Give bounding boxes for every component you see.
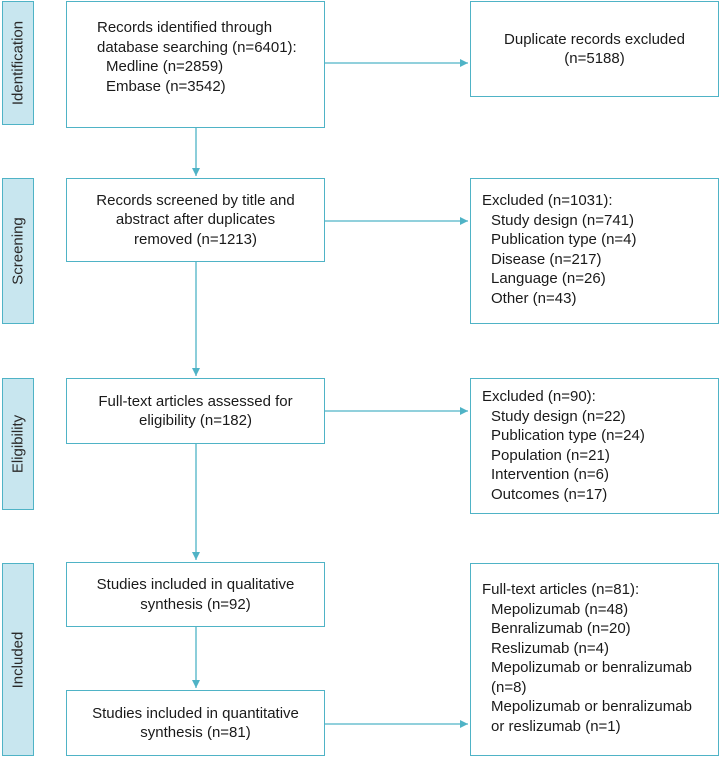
drug-item: (n=8) [491,678,527,696]
exclusion-item: Publication type (n=4) [491,231,637,248]
box-text: database searching (n=6401): [97,38,297,56]
qualitative-synthesis-box: Studies included in qualitative synthesi… [66,562,325,627]
drug-item: or reslizumab (n=1) [491,717,621,735]
exclusion-item: Outcomes (n=17) [491,485,608,503]
excluded-screening-box: Excluded (n=1031): Study design (n=741) … [470,178,719,324]
exclusion-item: Intervention (n=6) [491,466,609,483]
source-embase: Embase (n=3542) [106,77,226,95]
exclusion-item: Language (n=26) [491,270,606,287]
drug-item: Mepolizumab (n=48) [491,600,629,618]
drug-item: Benralizumab (n=20) [491,620,631,637]
duplicates-excluded-box: Duplicate records excluded (n=5188) [470,1,719,97]
box-text: synthesis (n=81) [140,724,251,741]
box-text: Studies included in qualitative [96,576,295,593]
box-text: eligibility (n=182) [139,412,252,429]
exclusion-item: Study design (n=741) [491,211,635,229]
records-identified-box: Records identified through database sear… [66,1,325,128]
phase-screening: Screening [2,178,34,324]
box-text: abstract after duplicates [115,211,276,229]
records-screened-box: Records screened by title and abstract a… [66,178,325,262]
source-medline: Medline (n=2859) [106,58,224,75]
exclusion-item: Study design (n=22) [491,407,626,425]
exclusion-item: Publication type (n=24) [491,427,645,444]
box-text: synthesis (n=92) [140,595,251,613]
phase-identification: Identification [2,1,34,125]
box-text: Studies included in quantitative [92,704,299,722]
drug-item: Mepolizumab or benralizumab [491,698,692,715]
box-text: Records screened by title and [96,191,295,209]
box-text: (n=5188) [564,50,625,67]
box-title: Full-text articles (n=81): [482,581,640,598]
phase-eligibility: Eligibility [2,378,34,510]
drug-item: Reslizumab (n=4) [491,639,609,657]
box-text: Full-text articles assessed for [98,392,293,410]
drug-item: Mepolizumab or benralizumab [491,659,692,676]
fulltext-assessed-box: Full-text articles assessed for eligibil… [66,378,325,444]
box-text: Records identified through [97,19,273,36]
quantitative-synthesis-box: Studies included in quantitative synthes… [66,690,325,756]
box-title: Excluded (n=90): [482,388,596,405]
box-text: removed (n=1213) [134,230,257,248]
exclusion-item: Disease (n=217) [491,250,602,268]
exclusion-item: Other (n=43) [491,289,577,307]
excluded-eligibility-box: Excluded (n=90): Study design (n=22) Pub… [470,378,719,514]
exclusion-item: Population (n=21) [491,446,610,464]
included-articles-box: Full-text articles (n=81): Mepolizumab (… [470,563,719,756]
phase-included: Included [2,563,34,756]
box-title: Excluded (n=1031): [482,192,613,209]
box-text: Duplicate records excluded [504,30,685,48]
